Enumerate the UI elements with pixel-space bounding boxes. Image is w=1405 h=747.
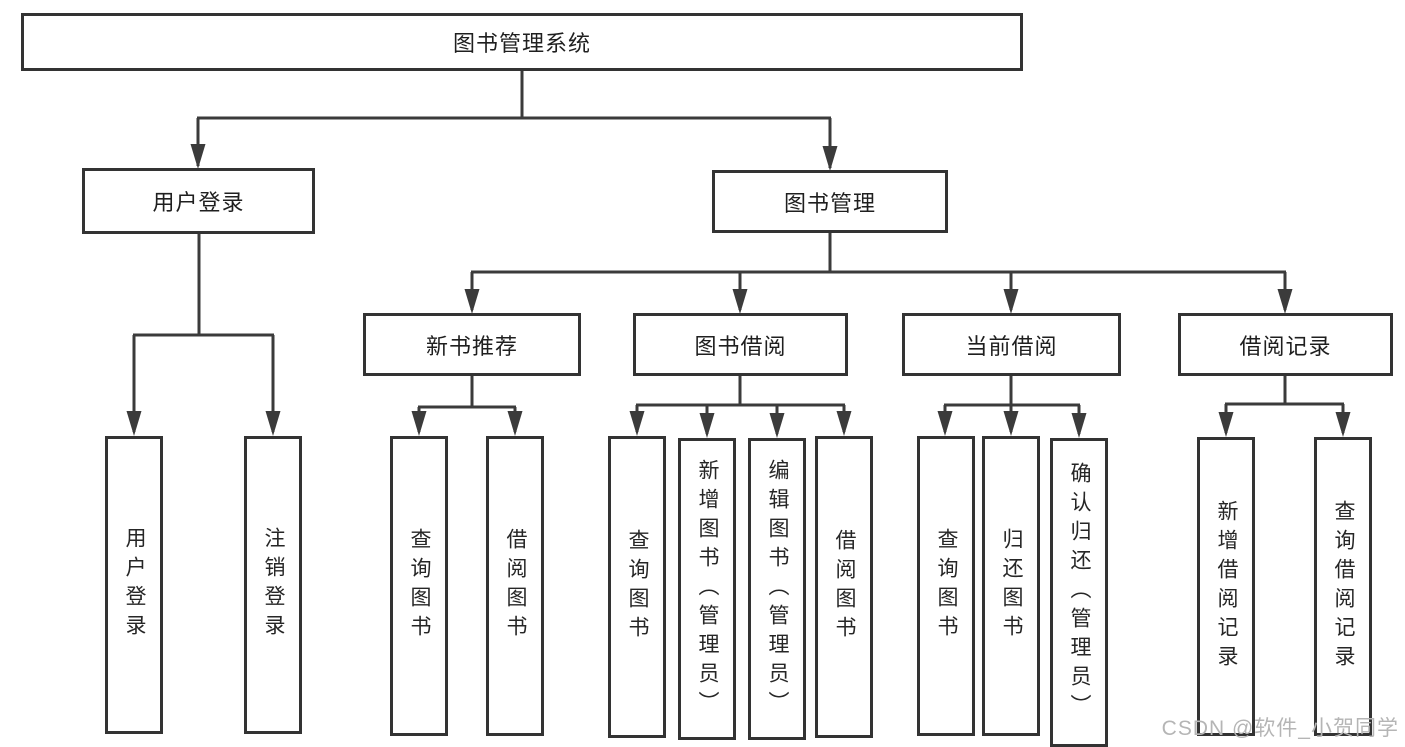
leaf-query-borrow-record: 查询借阅记录 [1314, 437, 1372, 736]
leaf-add-borrow-record: 新增借阅记录 [1197, 437, 1255, 736]
node-book-management: 图书管理 [712, 170, 948, 233]
leaf-query-books-recommend: 查询图书 [390, 436, 448, 736]
leaf-logout: 注销登录 [244, 436, 302, 734]
leaf-user-login: 用户登录 [105, 436, 163, 734]
node-borrowing-records: 借阅记录 [1178, 313, 1393, 376]
node-current-borrowing: 当前借阅 [902, 313, 1121, 376]
leaf-query-books-current: 查询图书 [917, 436, 975, 736]
node-new-book-recommendation: 新书推荐 [363, 313, 581, 376]
leaf-query-books-borrowing: 查询图书 [608, 436, 666, 738]
leaf-borrow-books: 借阅图书 [815, 436, 873, 738]
node-user-login: 用户登录 [82, 168, 315, 234]
csdn-watermark: CSDN @软件_小贺同学 [1161, 717, 1399, 740]
leaf-borrow-books-recommend: 借阅图书 [486, 436, 544, 736]
node-library-management-system: 图书管理系统 [21, 13, 1023, 71]
tree-edges [132, 71, 1345, 434]
leaf-add-books-admin: 新增图书（管理员） [678, 438, 736, 740]
leaf-edit-books-admin: 编辑图书（管理员） [748, 438, 806, 740]
node-book-borrowing: 图书借阅 [633, 313, 848, 376]
leaf-return-books: 归还图书 [982, 436, 1040, 736]
leaf-confirm-return-admin: 确认归还（管理员） [1050, 438, 1108, 747]
